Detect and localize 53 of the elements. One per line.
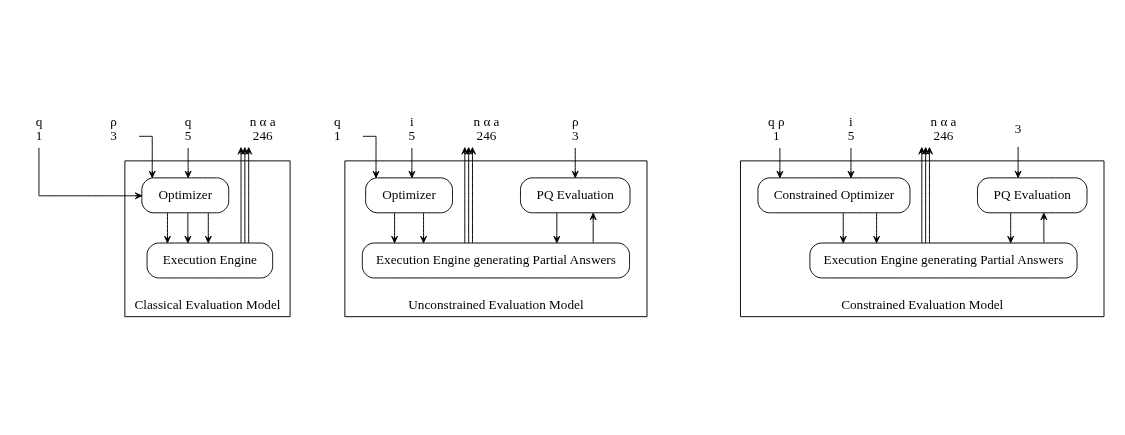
node-box: Execution Engine generating Partial Answers — [361, 242, 630, 278]
node-box: PQ Evaluation — [520, 176, 631, 213]
arrow — [38, 146, 143, 199]
arrow — [184, 147, 192, 178]
node-box: Constrained Optimizer — [757, 176, 911, 213]
node-box: Execution Engine generating Partial Answers — [809, 242, 1078, 278]
node-label: Classical Evaluation Model — [134, 296, 281, 312]
node-text: n α a 246 — [473, 113, 500, 143]
arrow — [918, 146, 926, 243]
arrow — [469, 146, 476, 243]
arrow — [204, 212, 212, 243]
node-text: i 5 — [847, 113, 855, 143]
node-text: ρ 3 — [571, 113, 579, 143]
arrow — [245, 146, 253, 243]
arrow — [237, 146, 245, 243]
arrow — [184, 212, 192, 243]
arrow — [391, 212, 399, 243]
node-text: q 5 — [184, 113, 192, 143]
node-text: ρ 3 — [110, 113, 117, 143]
arrow — [922, 146, 930, 243]
node-box: Execution Engine — [146, 242, 274, 278]
arrow — [1040, 212, 1048, 243]
arrow — [420, 212, 427, 243]
arrow — [408, 147, 416, 178]
arrow — [1007, 212, 1015, 243]
node-text: q ρ 1 — [768, 113, 785, 143]
node-box: PQ Evaluation — [977, 176, 1088, 213]
arrow — [873, 212, 881, 243]
node-text: n α a 246 — [930, 113, 957, 143]
cluster — [344, 159, 648, 317]
arrow — [776, 147, 784, 178]
node-text: 3 — [1014, 120, 1022, 136]
arrow — [839, 212, 847, 243]
arrow — [1014, 146, 1022, 178]
node-box: Optimizer — [141, 176, 230, 213]
node-text: n α a 246 — [249, 113, 276, 143]
node-label: Unconstrained Evaluation Model — [408, 296, 584, 312]
cluster — [124, 159, 291, 317]
arrow — [571, 147, 579, 178]
node-text: i 5 — [408, 113, 416, 143]
node-text: q 1 — [35, 113, 43, 143]
arrow — [241, 146, 249, 243]
arrow — [589, 212, 597, 243]
cluster — [740, 159, 1105, 317]
arrow — [553, 212, 561, 243]
node-box: Optimizer — [365, 176, 453, 213]
arrow — [461, 146, 469, 243]
arrow — [164, 212, 171, 243]
node-text: q 1 — [334, 113, 341, 143]
arrow — [465, 146, 473, 243]
node-label: Constrained Evaluation Model — [841, 296, 1004, 312]
arrow — [926, 146, 933, 243]
arrow — [847, 147, 855, 178]
